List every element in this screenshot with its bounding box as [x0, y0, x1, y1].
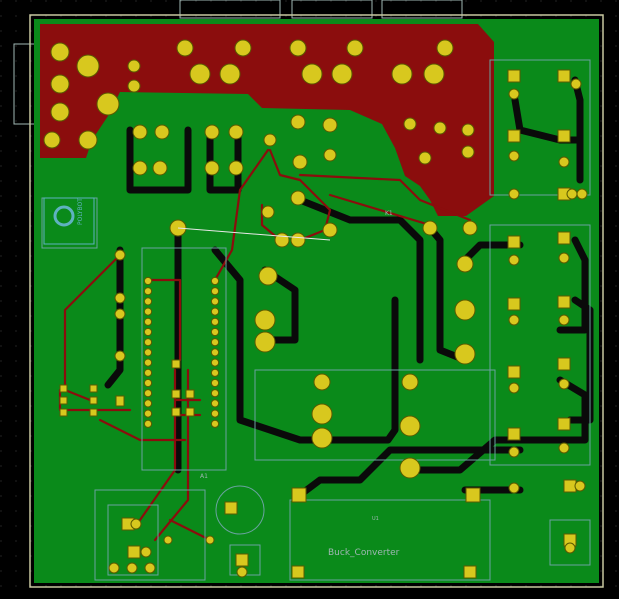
header-pin	[210, 338, 220, 347]
silkscreen-outlines	[41, 59, 591, 581]
header-pin	[210, 297, 220, 306]
header-pin	[210, 389, 220, 398]
logo-text: POLYBOT	[77, 198, 84, 225]
board-outline	[29, 14, 604, 588]
top-connector-outlines	[13, 0, 463, 125]
label-a1: A1	[200, 473, 208, 480]
header-pin	[143, 307, 153, 316]
arduino-header-right	[210, 276, 220, 428]
header-pin	[210, 399, 220, 408]
header-pin	[210, 287, 220, 296]
label-buck-converter: Buck_Converter	[328, 548, 400, 558]
copper-pour-top	[40, 24, 494, 216]
header-pin	[143, 389, 153, 398]
header-pin	[143, 287, 153, 296]
header-pin	[210, 317, 220, 326]
top-traces	[58, 148, 472, 542]
pads	[43, 39, 588, 579]
bottom-traces	[104, 76, 594, 499]
header-pin	[143, 338, 153, 347]
header-pin	[210, 378, 220, 388]
header-pin	[143, 276, 153, 286]
header-pin	[210, 409, 220, 418]
header-pin	[210, 368, 220, 377]
header-pin	[143, 399, 153, 408]
header-pin	[143, 297, 153, 306]
polybot-logo: POLYBOT	[43, 197, 95, 245]
header-pin	[143, 409, 153, 418]
header-pin	[143, 368, 153, 377]
header-pin	[143, 358, 153, 367]
header-pin	[210, 348, 220, 357]
header-pin	[210, 419, 220, 428]
arduino-header-left	[143, 276, 153, 428]
header-pin	[143, 378, 153, 388]
header-pin	[143, 419, 153, 428]
header-pin	[143, 348, 153, 357]
header-pin	[210, 276, 220, 286]
header-pin	[143, 317, 153, 326]
header-pin	[143, 327, 153, 337]
header-pin	[210, 307, 220, 316]
header-pin	[210, 358, 220, 367]
ratsnest-line	[177, 227, 331, 241]
header-pin	[210, 327, 220, 337]
label-k1: K1	[385, 210, 393, 217]
label-u1: U1	[372, 516, 379, 522]
